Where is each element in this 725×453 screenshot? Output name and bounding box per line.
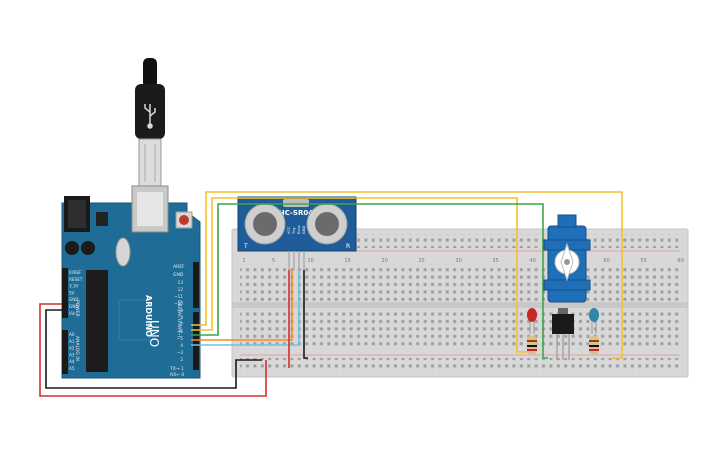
digital-pin-label: 12 [178, 287, 184, 292]
digital-pin-label: ~3 [177, 350, 184, 355]
digital-pin-label: 7 [180, 322, 183, 327]
usb-icon [144, 104, 156, 129]
wire-cyan-echo [191, 270, 300, 346]
power-pin-label: IOREF [69, 270, 82, 275]
sensor-pin-label: VCC [287, 226, 291, 234]
digital-pin-label: ~6 [177, 329, 184, 334]
digital-pin-label: 4 [180, 343, 183, 348]
analog-pin-label: A0 [69, 332, 75, 337]
rx-label: RX← 0 [170, 372, 184, 378]
power-label: POWER [74, 300, 80, 317]
wire-yellow-servo [191, 191, 623, 359]
breadboard-column-label: 35 [492, 258, 498, 264]
digital-pin-label: ~5 [177, 336, 184, 341]
usb-cable [135, 58, 165, 188]
reset-button[interactable] [175, 211, 193, 229]
analog-pin-label: A1 [69, 339, 75, 344]
wire-orange-echo [191, 270, 293, 341]
arduino-model: UNO [147, 320, 161, 347]
resistor-1 [527, 336, 537, 354]
digital-pin-label: 13 [178, 280, 184, 285]
analog-pin-label: A3 [69, 352, 75, 357]
sensor-r-label: R [346, 243, 350, 250]
tx-label: TX→ 1 [169, 366, 184, 372]
wire-yellow-trig [191, 197, 528, 353]
sensor-model: HC-SR04 [279, 209, 313, 217]
analog-pin-label: A4 [69, 359, 75, 364]
aref-label: AREF [173, 264, 185, 270]
power-pin-label: 5V [69, 290, 75, 295]
digital-pin-label: ~11 [174, 294, 183, 299]
analog-pin-label: A5 [69, 366, 75, 371]
breadboard-column-label: 25 [418, 258, 424, 264]
transistor [552, 308, 574, 360]
digital-pin-label: ~10 [174, 301, 183, 306]
analog-pin-label: A2 [69, 346, 75, 351]
red-led [527, 308, 537, 334]
power-pin-label: Vin [69, 311, 76, 316]
breadboard-column-label: 30 [455, 258, 461, 264]
wires [39, 191, 623, 397]
breadboard-column-label: 50 [603, 258, 609, 264]
digital-pin-labels: 13 12 ~11 ~10 ~9 8 7 ~6 ~5 4 ~3 2 [174, 280, 183, 362]
wire-green-signal [191, 203, 548, 359]
breadboard-column-label: 15 [344, 258, 350, 264]
power-pin-label: GND [69, 297, 79, 302]
blue-led [589, 308, 599, 334]
wire-red-power [39, 303, 267, 397]
gnd-label: GND [173, 272, 184, 278]
servo-motor [543, 214, 591, 303]
breadboard-column-label: 10 [307, 258, 313, 264]
digital-pin-label: ~9 [177, 308, 184, 313]
power-pin-label: 3.3V [69, 284, 79, 289]
digital-pin-label: 8 [180, 315, 183, 320]
resistor-2 [589, 336, 599, 354]
digital-label: DIGITAL (PWM~) [176, 300, 182, 338]
breadboard-column-label: 5 [272, 258, 275, 264]
breadboard-column-label: 1 [242, 258, 245, 264]
breadboard-column-label: 60 [677, 258, 683, 264]
arduino-uno: ARDUINO UNO AREF GND DIGITAL (PWM~) POWE… [61, 185, 201, 379]
breadboard-column-label: 55 [640, 258, 646, 264]
wire-black-gnd [303, 270, 308, 359]
power-pin-label: RESET [69, 277, 83, 282]
sensor-t-label: T [243, 243, 248, 250]
analog-label: ANALOG IN [74, 336, 80, 361]
sensor-pin-label: Echo [297, 225, 301, 234]
arduino-logo: ARDUINO [144, 295, 153, 337]
breadboard-column-label: 40 [529, 258, 535, 264]
digital-pin-label: 2 [180, 357, 183, 362]
breadboard-column-label: 20 [381, 258, 387, 264]
power-pin-label: GND [69, 304, 79, 309]
sensor-pin-label: GND [302, 226, 306, 234]
wire-black-ground [45, 309, 262, 389]
sensor-pin-label: Trig [292, 228, 296, 235]
